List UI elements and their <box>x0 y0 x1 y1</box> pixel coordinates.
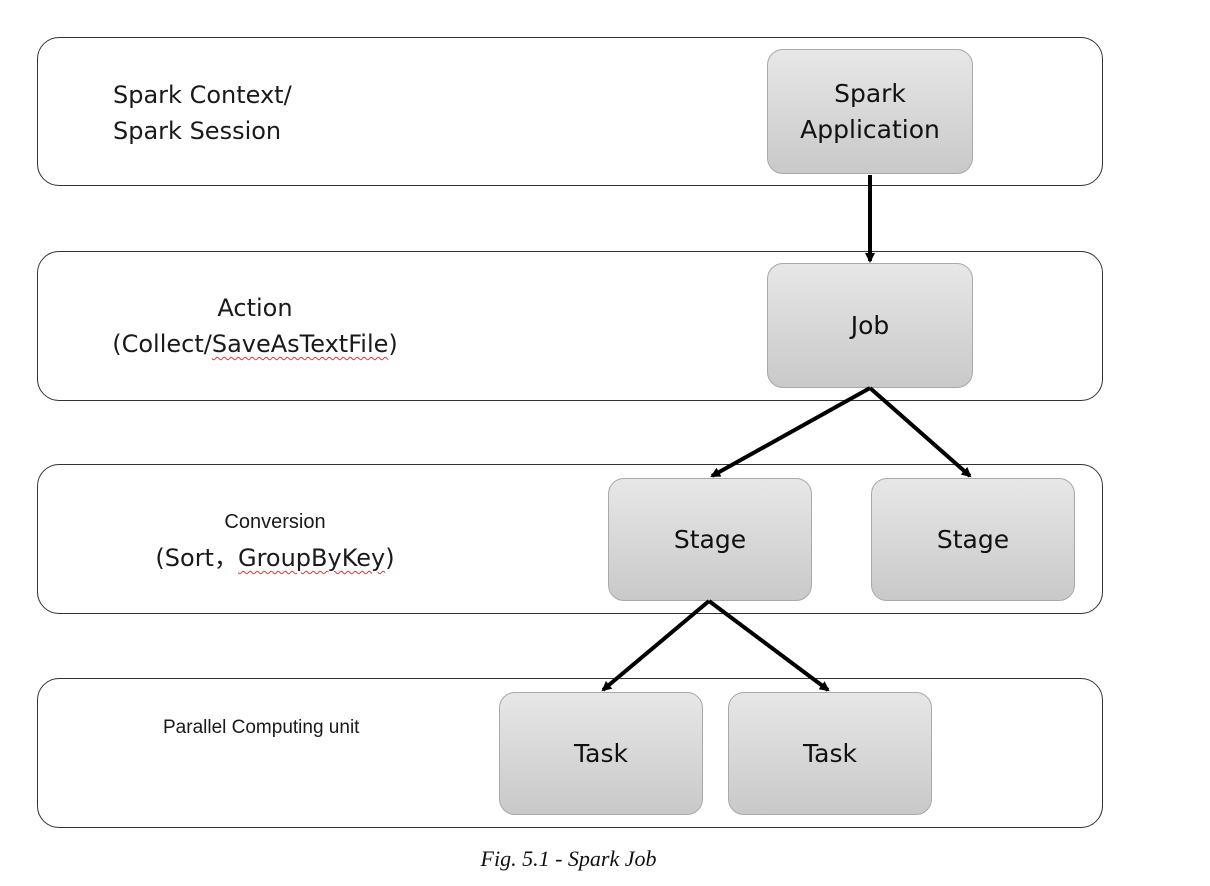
label-parallel-computing-line1: Parallel Computing unit <box>163 717 360 738</box>
label-spark-context-line2: Spark Session <box>113 117 282 145</box>
label-action-close: ) <box>388 330 398 358</box>
arrow-stage-to-task-1 <box>601 599 711 692</box>
node-task-2-label: Task <box>803 738 857 768</box>
node-stage-2-label: Stage <box>936 524 1010 554</box>
label-spark-context-line1: Spark Context/ <box>113 81 292 109</box>
node-job-label: Job <box>850 310 890 340</box>
label-conversion-groupbykey: GroupByKey <box>237 544 386 572</box>
label-action-title: Action <box>217 294 293 322</box>
label-action-open: (Collect/ <box>112 330 212 358</box>
node-stage-2: Stage <box>871 478 1075 601</box>
node-stage-1-label: Stage <box>673 524 747 554</box>
label-action-saveastextfile: SaveAsTextFile <box>211 330 389 358</box>
node-task-2: Task <box>728 692 932 815</box>
label-conversion-close: ) <box>385 544 395 572</box>
node-spark-application-line2: Application <box>800 114 940 144</box>
label-conversion-open: (Sort， <box>155 544 238 572</box>
arrow-stage-to-task-2 <box>707 599 830 692</box>
label-conversion: Conversion (Sort，GroupByKey) <box>130 504 420 576</box>
node-job: Job <box>767 263 973 388</box>
arrow-job-to-stage-2 <box>868 386 972 478</box>
label-action-examples: (Collect/SaveAsTextFile) <box>90 326 420 362</box>
label-parallel-computing: Parallel Computing unit <box>163 710 359 746</box>
label-conversion-examples: (Sort，GroupByKey) <box>130 540 420 576</box>
node-spark-application: Spark Application <box>767 49 973 174</box>
label-action: Action (Collect/SaveAsTextFile) <box>90 290 420 362</box>
node-task-1-label: Task <box>574 738 628 768</box>
node-spark-application-line1: Spark <box>834 78 906 108</box>
node-task-1: Task <box>499 692 703 815</box>
figure-caption: Fig. 5.1 - Spark Job <box>480 846 657 871</box>
arrow-job-to-stage-1 <box>710 386 871 478</box>
node-stage-1: Stage <box>608 478 812 601</box>
label-spark-context: Spark Context/ Spark Session <box>113 77 292 149</box>
label-conversion-title: Conversion <box>224 511 326 533</box>
